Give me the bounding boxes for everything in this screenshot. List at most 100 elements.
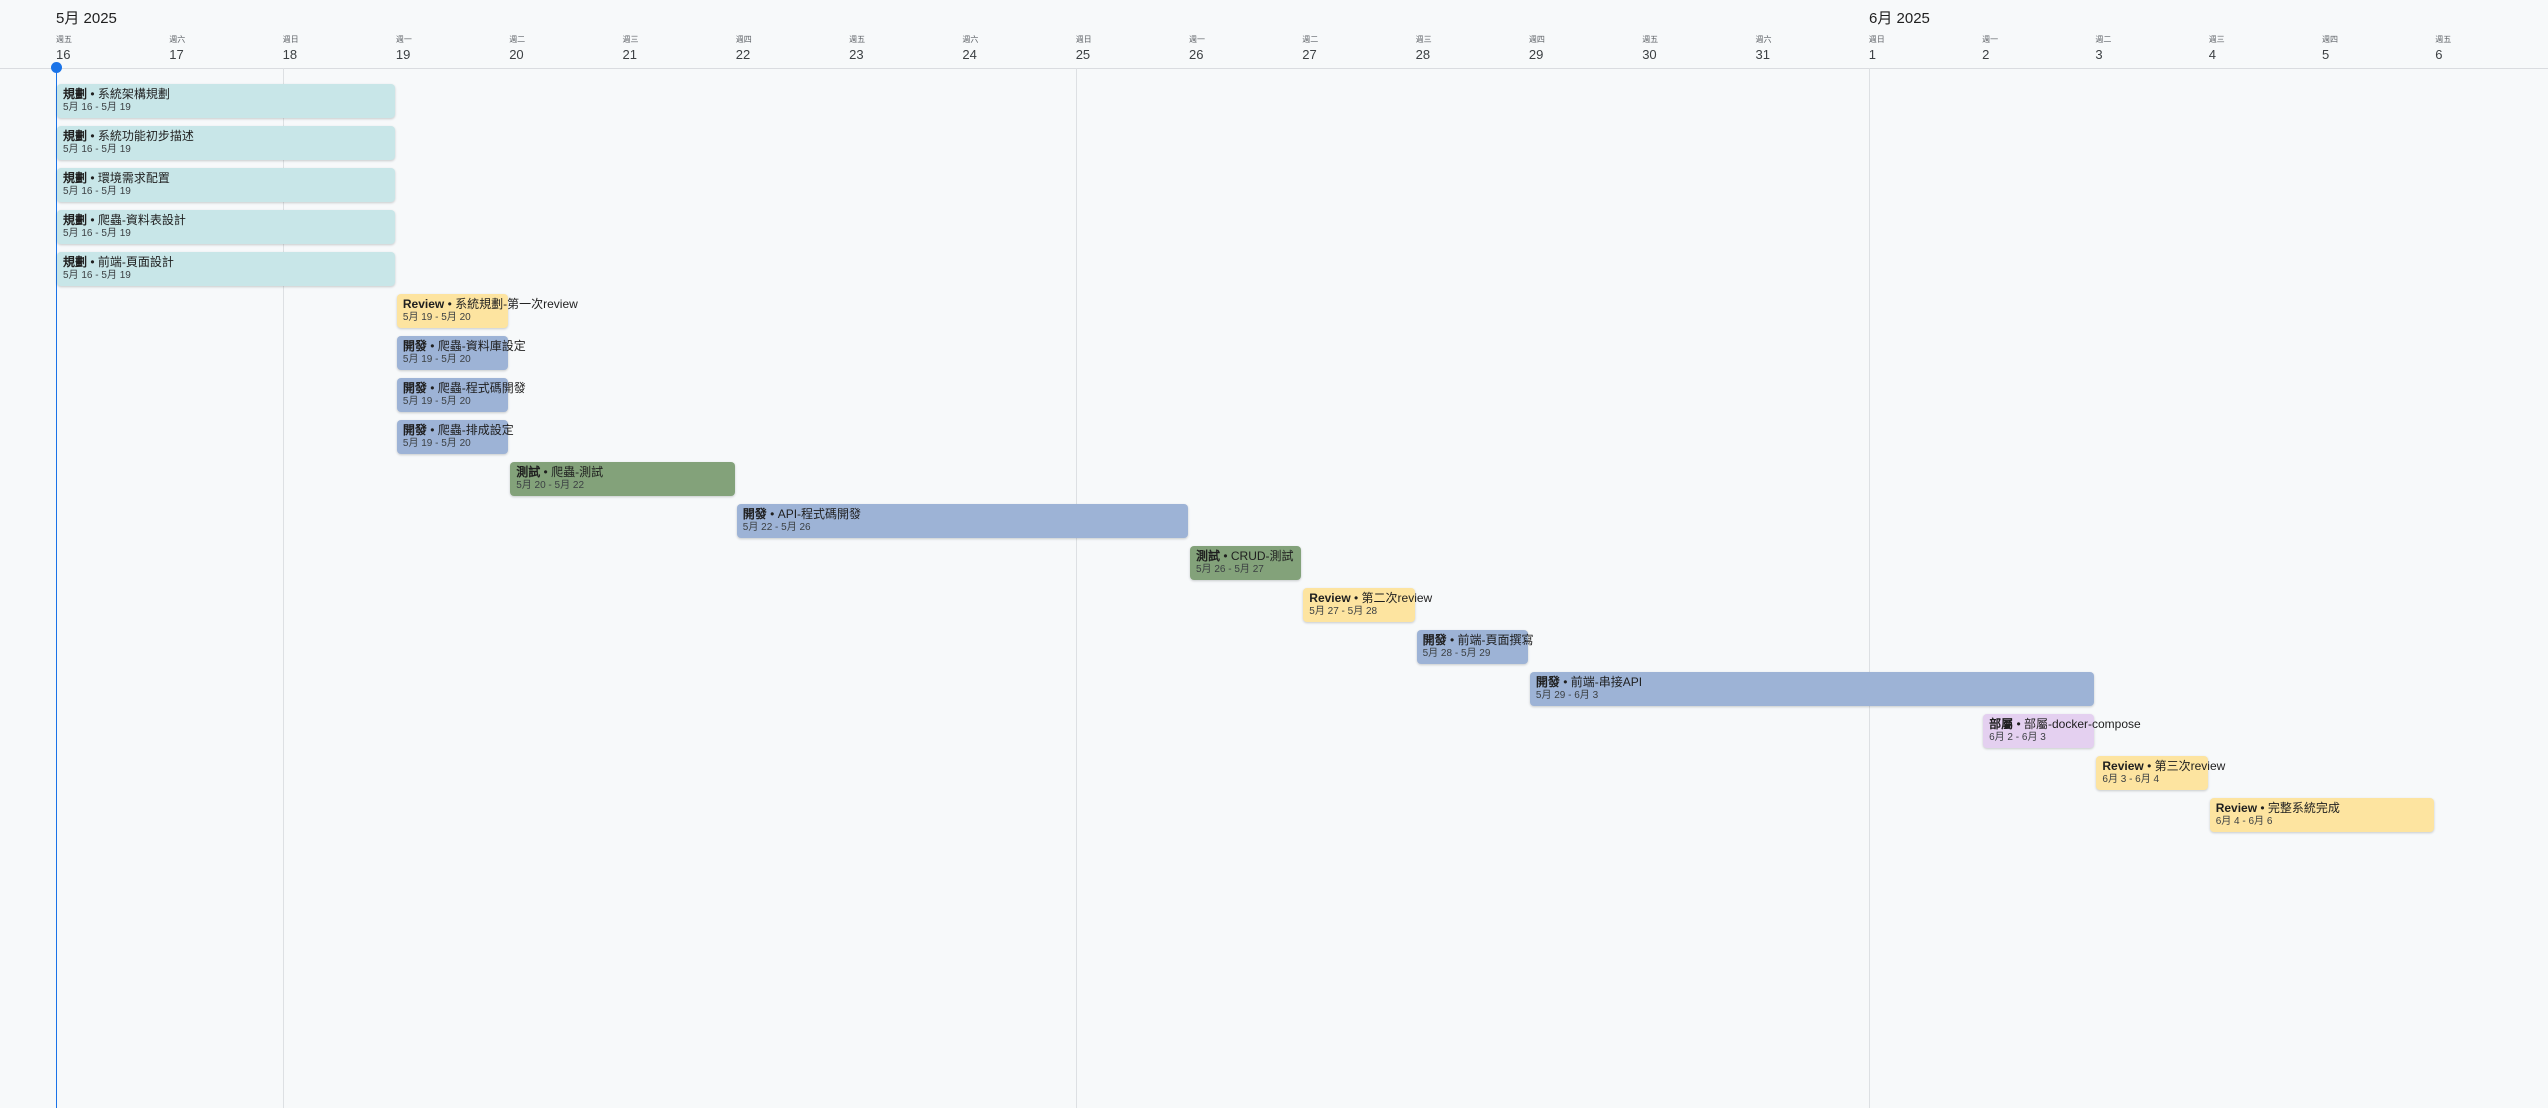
day-number[interactable]: 25 [1075,47,1091,62]
day-number[interactable]: 22 [735,47,751,62]
day-number[interactable]: 5 [2322,47,2330,62]
task-separator: • [87,171,98,185]
day-number[interactable]: 30 [1642,47,1657,62]
task-category: 開發 [402,381,427,395]
task-separator: • [1559,675,1571,689]
task-name: 前端-頁面設計 [97,255,174,269]
task-separator: • [426,339,438,353]
task-title: 規劃 • 系統功能初步描述 [63,129,389,144]
weekday-label: 週四 [735,35,752,44]
task-dates: 5月 16 - 5月 19 [63,144,131,155]
day-number[interactable]: 23 [849,47,864,62]
task-name: 系統架構規劃 [97,87,170,101]
task-category: 部屬 [1989,717,2014,731]
task-name: 爬蟲-資料表設計 [97,213,186,227]
task-dates: 5月 22 - 5月 26 [742,522,811,533]
day-column-header: 週三 28 [1416,35,1476,62]
task-dates: 5月 16 - 5月 19 [63,102,131,113]
task-dates: 5月 19 - 5月 20 [402,396,471,407]
task-name: 爬蟲-測試 [551,465,604,479]
day-number[interactable]: 4 [2208,47,2216,62]
day-number[interactable]: 19 [395,47,411,62]
day-number[interactable]: 3 [2095,47,2103,62]
task-category: 測試 [1196,549,1221,563]
task-separator: • [87,255,98,269]
day-column-header: 週四 22 [736,35,796,62]
task-name: 環境需求配置 [97,171,170,185]
task-dates: 5月 20 - 5月 22 [516,480,584,491]
day-number[interactable]: 20 [509,47,524,62]
day-column-header: 週一 26 [1189,35,1249,62]
weekday-label: 週一 [1982,35,1999,44]
day-number[interactable]: 6 [2435,47,2443,62]
day-number[interactable]: 31 [1755,47,1770,62]
task-dates: 5月 26 - 5月 27 [1196,564,1264,575]
day-column-header: 週一 2 [1982,35,2042,62]
task-separator: • [426,381,438,395]
task-title: 開發 • 前端-頁面撰寫 [1423,633,1534,648]
day-number[interactable]: 28 [1415,47,1431,62]
task-dates: 5月 19 - 5月 20 [402,312,471,323]
task-title: 測試 • 爬蟲-測試 [516,465,729,480]
weekday-label: 週四 [1528,35,1545,44]
day-number[interactable]: 1 [1868,47,1877,62]
weekday-label: 週五 [56,35,72,44]
day-number[interactable]: 16 [56,47,71,62]
day-number[interactable]: 26 [1189,47,1204,62]
task-dates: 5月 16 - 5月 19 [63,270,131,281]
task-separator: • [444,297,456,311]
day-number[interactable]: 17 [169,47,184,62]
day-number[interactable]: 29 [1528,47,1544,62]
weekday-label: 週一 [1189,35,1205,44]
task-category: 規劃 [63,171,88,185]
task-separator: • [2143,759,2155,773]
task-name: 部屬-docker-compose [2023,717,2141,731]
task-separator: • [87,129,98,143]
day-column-header: 週五 6 [2435,35,2495,62]
today-indicator-dot [51,62,62,73]
month-label-june: 6月 2025 [1869,10,1930,27]
task-category: 開發 [742,507,767,521]
day-number[interactable]: 24 [962,47,977,62]
day-number[interactable]: 18 [282,47,298,62]
task-dates: 5月 27 - 5月 28 [1309,606,1378,617]
day-column-header: 週五 16 [56,35,116,62]
day-number[interactable]: 21 [622,47,637,62]
weekday-label: 週五 [1642,35,1659,44]
task-category: 規劃 [63,87,88,101]
task-name: 前端-串接API [1570,675,1643,689]
task-name: 系統功能初步描述 [97,129,194,143]
day-number[interactable]: 27 [1302,47,1317,62]
task-category: 測試 [516,465,541,479]
task-category: Review [1309,591,1351,605]
weekday-label: 週三 [1415,35,1432,44]
task-title: Review • 系統規劃-第一次review [403,297,578,312]
weekday-label: 週五 [2435,35,2452,44]
day-column-header: 週四 29 [1529,35,1589,62]
day-number[interactable]: 2 [1982,47,1990,62]
